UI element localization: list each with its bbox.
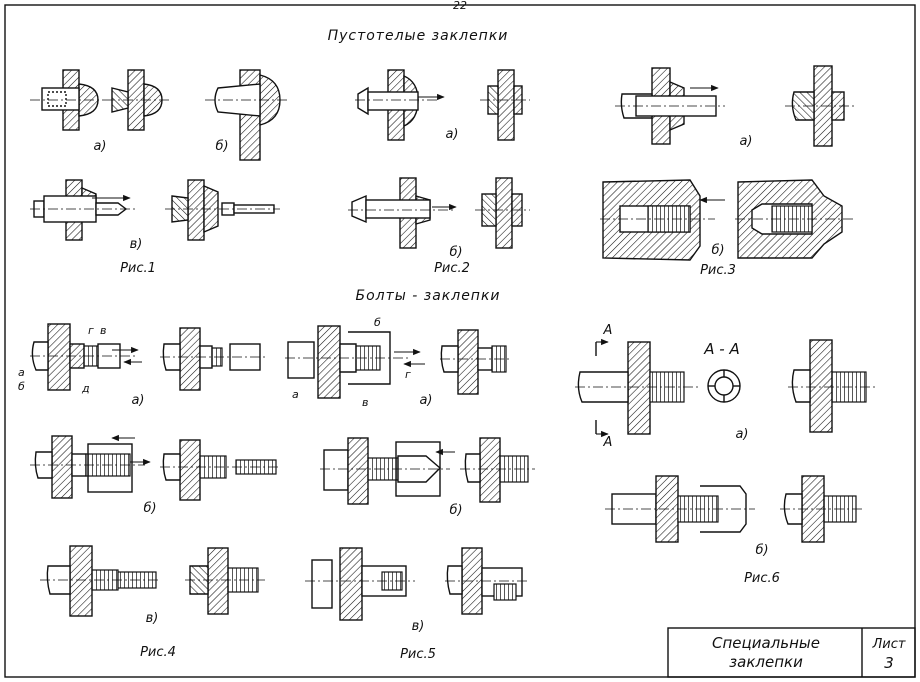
fig4-caption: Рис.4 [140,645,176,660]
fig5-sublabel-a: а) [419,393,432,408]
fig3-sublabel-a: а) [739,134,752,149]
fig3-caption: Рис.3 [700,263,736,278]
fig6-b-bolt-right [780,475,865,543]
fig3-a-rivet-left [615,67,725,145]
fig5-caption: Рис.5 [400,647,436,662]
fig4-letter-g: г [88,324,94,337]
sheet-frame [4,4,916,678]
fig1-sublabel-b: б) [215,139,228,154]
fig5-v-bolt-left [305,547,415,621]
fig6-a-bolt-left [575,341,700,435]
fig2-b-rivet-right [475,177,530,249]
fig4-letter-v: в [100,324,106,337]
fig6-sublabel-b: б) [755,543,768,558]
fig2-sublabel-a: а) [445,127,458,142]
fig5-letter-v: в [362,396,368,409]
page-number: 22 [453,0,467,12]
fig5-a-bolt-right [440,329,512,395]
fig4-v-bolt-left [40,545,160,617]
fig3-b-assembly-left [600,179,725,261]
fig6-sublabel-a: а) [735,427,748,442]
fig4-letter-b: б [18,380,25,393]
fig1-sublabel-a: а) [93,139,106,154]
fig5-b-bolt-right [460,437,535,503]
fig6-caption: Рис.6 [744,571,780,586]
title-block-title-line2: заклепки [729,653,803,671]
fig4-sublabel-a: а) [131,393,144,408]
fig3-a-rivet-right [785,65,855,147]
fig6-a-cross-section [707,369,741,403]
fig6-section-mark-top: A [603,323,613,338]
fig2-sublabel-b: б) [449,245,462,260]
fig1-a-rivet-right [105,69,170,131]
fig1-v-rivet-right [165,179,280,241]
fig5-letter-a: а [292,388,299,401]
fig4-v-bolt-right [185,547,265,615]
fig4-letter-d: д [81,382,90,395]
fig6-b-bolt-left [605,475,755,543]
fig1-v-rivet-left [30,179,135,241]
fig2-b-rivet-left [348,177,457,249]
title-block-sheet-label: Лист [872,637,906,652]
fig5-v-bolt-right [445,547,530,615]
fig4-sublabel-v: в) [146,611,159,626]
fig1-b-rivet [205,69,290,161]
fig3-b-assembly-right [735,179,855,259]
fig4-a-bolt-left [30,323,142,391]
title-block-sheet-number: 3 [884,654,894,672]
fig1-sublabel-v: в) [130,237,143,252]
title-block-title-line1: Специальные [712,634,820,652]
fig4-letter-a: а [18,366,25,379]
fig6-a-bolt-right [788,339,875,433]
fig3-sublabel-b: б) [711,243,724,258]
fig5-sublabel-v: в) [412,619,425,634]
section-title-bolt-rivets: Болты - заклепки [355,288,500,304]
section-title-hollow-rivets: Пустотелые заклепки [328,28,509,44]
fig2-a-rivet-left [355,69,445,141]
fig5-letter-b: б [374,316,381,329]
fig4-sublabel-b: б) [143,501,156,516]
fig6-section-mark-bottom: A [603,435,613,450]
fig5-a-bolt-left [285,325,425,399]
fig4-a-bolt-right [160,327,265,391]
fig6-section-title: A - A [703,340,739,358]
fig6-a-section-marks [595,338,609,438]
title-block [667,627,916,678]
fig5-letter-g: г [405,368,411,381]
fig5-sublabel-b: б) [449,503,462,518]
fig5-b-bolt-left [320,437,455,505]
fig1-caption: Рис.1 [120,261,156,276]
fig4-b-bolt-right [160,439,280,501]
fig2-a-rivet-right [480,69,530,141]
fig2-caption: Рис.2 [434,261,470,276]
fig4-b-bolt-left [30,434,151,499]
fig1-a-rivet-left [30,69,105,131]
